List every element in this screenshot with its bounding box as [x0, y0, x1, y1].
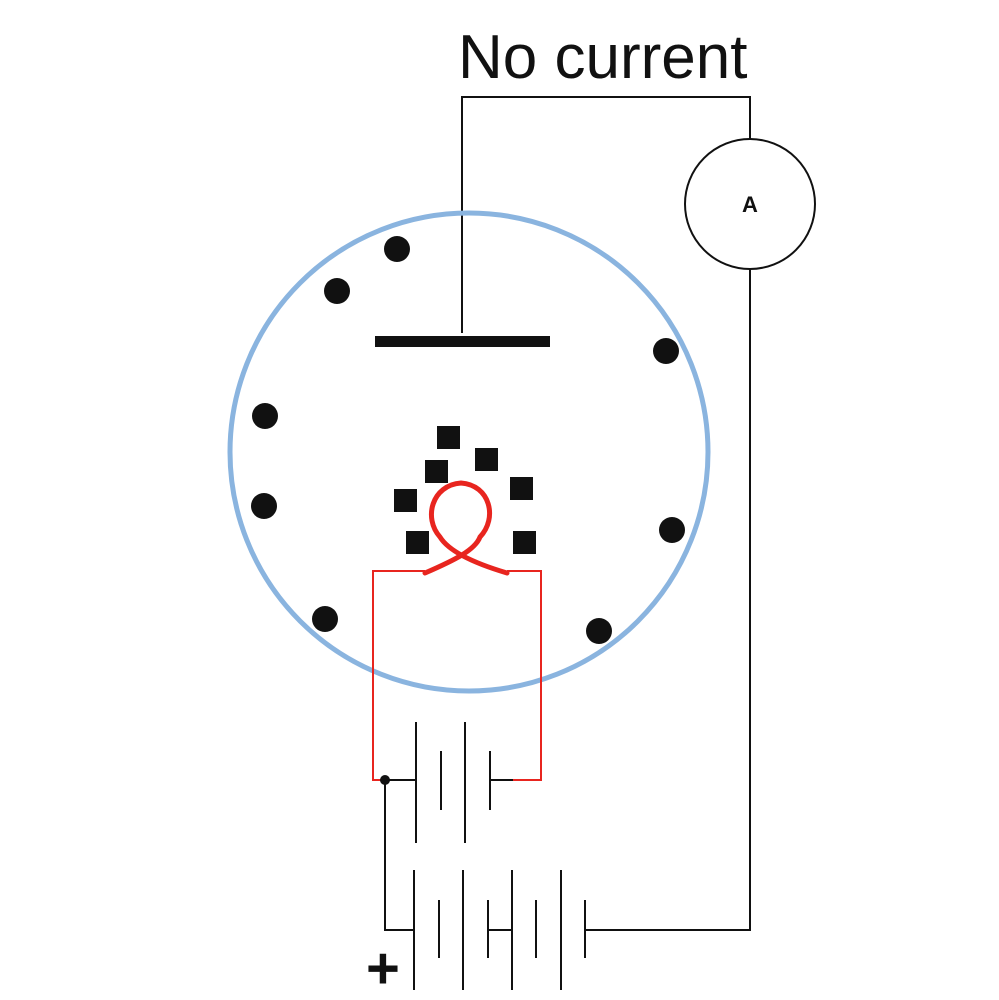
gas-particle — [251, 493, 277, 519]
cathode-to-battery-wire — [384, 780, 414, 931]
gas-particle — [384, 236, 410, 262]
gas-particle — [653, 338, 679, 364]
plate-battery — [413, 870, 600, 990]
electron-cloud — [394, 426, 536, 554]
heater-battery — [415, 722, 513, 843]
tube-envelope — [227, 210, 711, 694]
electron — [510, 477, 533, 500]
electron — [437, 426, 460, 449]
gas-particle — [586, 618, 612, 644]
electron — [475, 448, 498, 471]
gas-particle — [312, 606, 338, 632]
ammeter-return-wire — [600, 268, 751, 931]
electron — [425, 460, 448, 483]
electron — [513, 531, 536, 554]
gas-particles — [251, 236, 685, 644]
electron — [406, 531, 429, 554]
title-label: No current — [458, 23, 747, 92]
electron — [394, 489, 417, 512]
gas-particle — [252, 403, 278, 429]
ammeter — [684, 138, 816, 270]
positive-terminal-label: + — [366, 936, 400, 1000]
gas-particle — [659, 517, 685, 543]
plate-anode — [375, 336, 550, 347]
gas-particle — [324, 278, 350, 304]
filament-right-wire — [507, 570, 542, 781]
ammeter-label: A — [742, 192, 758, 217]
filament-loop — [422, 480, 510, 576]
